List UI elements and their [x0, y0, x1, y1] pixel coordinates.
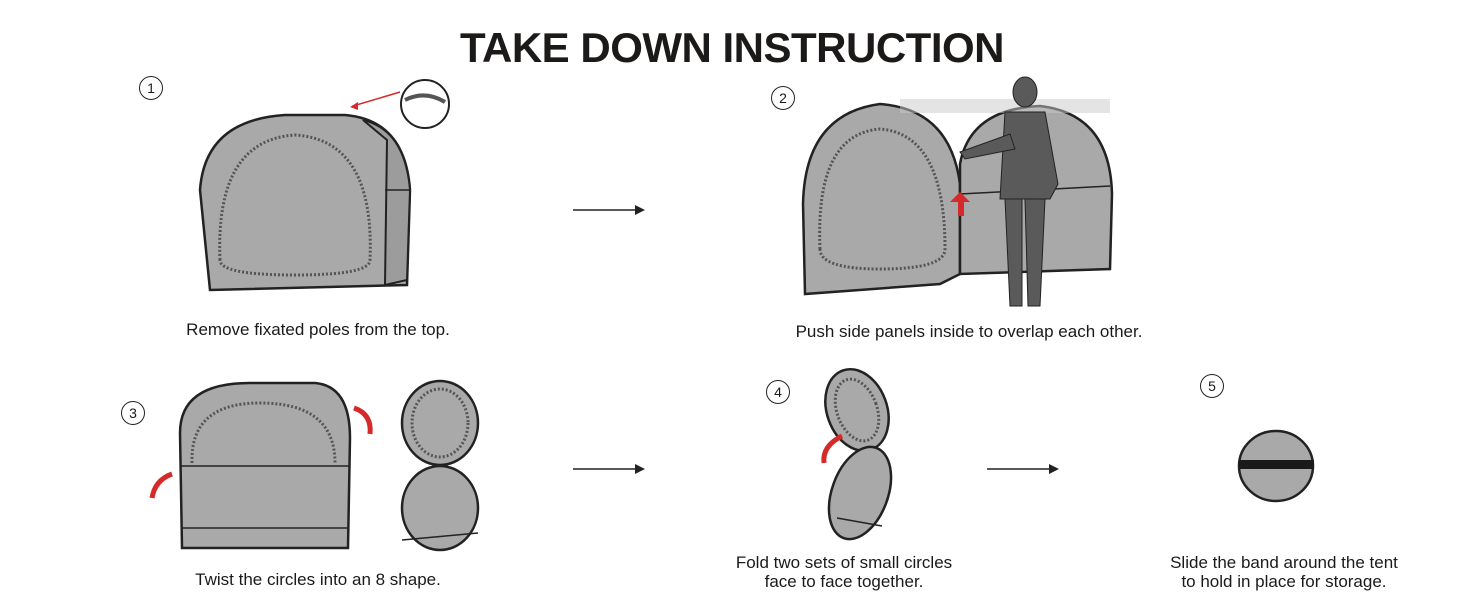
step-2-caption: Push side panels inside to overlap each … — [795, 322, 1143, 341]
step-3-illustration — [149, 379, 480, 552]
page-title: TAKE DOWN INSTRUCTION — [459, 24, 1005, 71]
arrow-right-icon — [573, 464, 645, 474]
twist-arrow-left-icon — [149, 471, 173, 499]
step-1-illustration — [198, 79, 450, 292]
step-4-caption: Fold two sets of small circles face to f… — [704, 553, 984, 591]
push-arrow-icon — [950, 192, 970, 202]
storage-band — [1239, 460, 1314, 469]
step-1-caption: Remove fixated poles from the top. — [186, 320, 450, 339]
step-1-number: 1 — [139, 76, 163, 100]
step-2-number: 2 — [771, 86, 795, 110]
step-5-number: 5 — [1200, 374, 1224, 398]
arrow-right-icon — [573, 205, 645, 215]
step-5-caption-line1: Slide the band around the tent — [1170, 553, 1398, 572]
twist-arrow-right-icon — [353, 405, 373, 435]
step-4-caption-line2: face to face together. — [764, 572, 924, 591]
step-4-illustration — [821, 367, 893, 541]
step-2-illustration — [801, 76, 1114, 307]
person-icon — [959, 76, 1059, 307]
step-5-caption: Slide the band around the tent to hold i… — [1144, 553, 1424, 591]
zoom-circle — [400, 79, 450, 129]
arrow-right-icon — [987, 464, 1059, 474]
step-3-caption: Twist the circles into an 8 shape. — [195, 570, 441, 589]
step-4-caption-line1: Fold two sets of small circles — [735, 553, 953, 572]
step-4-number: 4 — [766, 380, 790, 404]
step-3-number: 3 — [121, 401, 145, 425]
fold-arrow-icon — [821, 433, 844, 464]
step-5-illustration — [1237, 429, 1315, 503]
step-5-caption-line2: to hold in place for storage. — [1181, 572, 1387, 591]
